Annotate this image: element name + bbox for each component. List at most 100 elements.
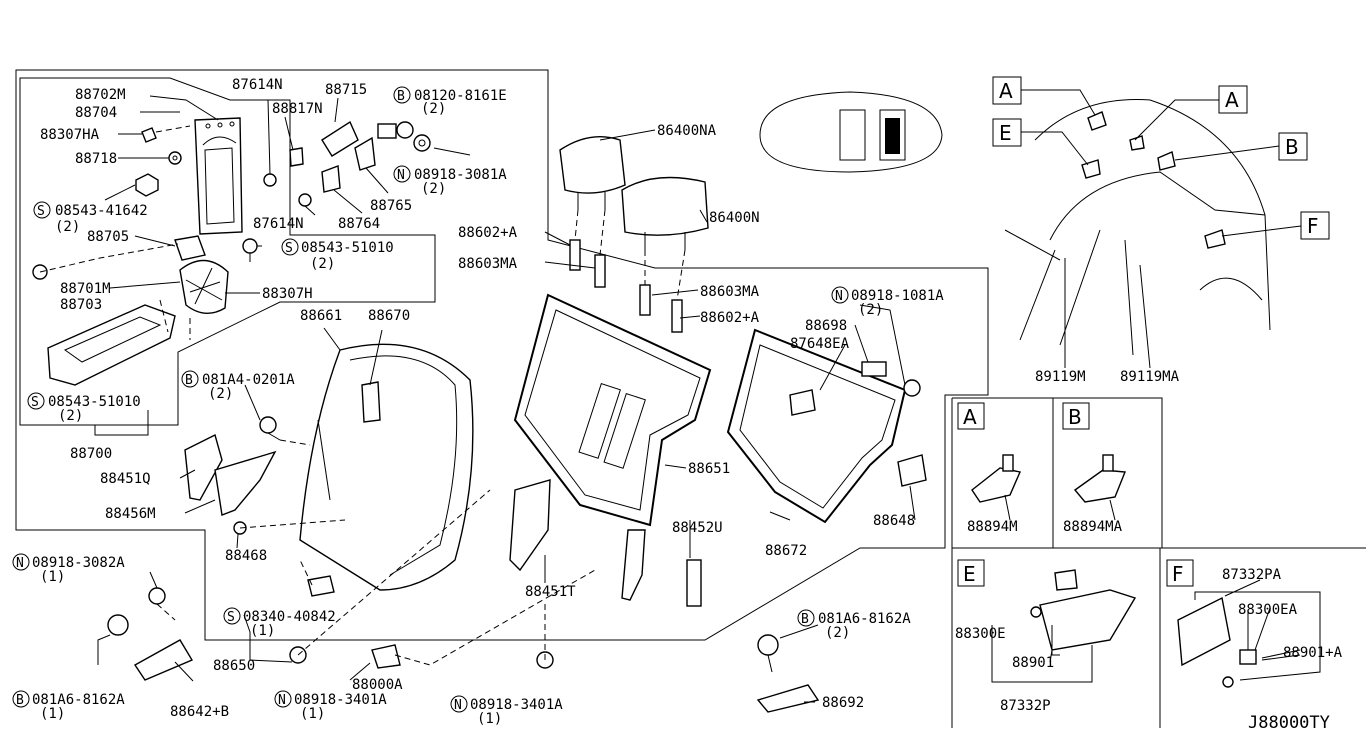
detail-box-F — [1166, 559, 1194, 587]
lower-dash — [156, 489, 596, 666]
callout-88650: 88650 — [213, 658, 255, 674]
callout-88456M: 88456M — [105, 506, 156, 522]
callout-88901A: 88901+A — [1283, 645, 1343, 661]
prefix-symbol-n: N — [278, 693, 286, 708]
bracket-87332PA — [1177, 591, 1321, 688]
bracket-88705 — [174, 235, 206, 261]
callout-88700: 88700 — [70, 446, 112, 462]
seatback-cushion-88661 — [299, 343, 474, 591]
callout-081A4-0201A: 081A4-0201A — [202, 372, 295, 388]
prefix-symbol-n: N — [835, 289, 843, 304]
callout-86400N: 86400N — [709, 210, 760, 226]
callout-08543-41642-qty: (2) — [55, 219, 80, 235]
callout-08340-40842-qty: (1) — [250, 623, 275, 639]
headrest-86400N — [621, 176, 709, 250]
bracket-88715 — [321, 120, 359, 157]
callout-87648EA: 87648EA — [790, 336, 850, 352]
tray-88701M — [47, 304, 176, 386]
callout-88698: 88698 — [805, 318, 847, 334]
callout-88602A-a: 88602+A — [458, 225, 518, 241]
bracket-88817N — [289, 147, 304, 167]
detail-letter-F: F — [1172, 562, 1184, 586]
callout-08918-1081A-qty: (2) — [858, 302, 883, 318]
prefix-symbol-s: S — [285, 241, 293, 256]
callout-86400NA: 86400NA — [657, 123, 717, 139]
callout-88764: 88764 — [338, 216, 380, 232]
callout-08918-3082A: 08918-3082A — [32, 555, 125, 571]
callout-88307HA: 88307HA — [40, 127, 100, 143]
prefix-symbol-b: B — [185, 373, 193, 388]
board-88672 — [726, 328, 907, 524]
callout-08543-51010-a: 08543-51010 — [301, 240, 394, 256]
callout-88648: 88648 — [873, 513, 915, 529]
clip-88894MA — [1073, 454, 1126, 503]
vehicle-outline — [759, 91, 943, 173]
callout-87332P: 87332P — [1000, 698, 1051, 714]
callout-88704: 88704 — [75, 105, 117, 121]
callout-88651: 88651 — [688, 461, 730, 477]
callout-88451Q: 88451Q — [100, 471, 151, 487]
callout-88000A: 88000A — [352, 677, 403, 693]
callout-08918-3401A-a-qty: (1) — [300, 706, 325, 722]
bolt-081A6-b — [757, 634, 779, 673]
nut-08918-3082A — [148, 587, 166, 605]
prefix-symbol-b: B — [16, 693, 24, 708]
callout-88702M: 88702M — [75, 87, 126, 103]
nut-08918-1081A — [903, 379, 921, 397]
frame-88651 — [513, 293, 712, 527]
bracket-88765 — [354, 136, 376, 171]
callout-88307H: 88307H — [262, 286, 313, 302]
view-letter-A: A — [999, 79, 1013, 103]
prefix-symbol-group: S S S B N N B N S B N N B — [12, 86, 849, 713]
callout-08918-3081A: 08918-3081A — [414, 167, 507, 183]
cover-88451T — [509, 479, 551, 572]
bolt-081A4 — [259, 416, 281, 441]
seatback-dash — [239, 439, 346, 586]
prefix-symbol-s: S — [31, 395, 39, 410]
hinge-88642B — [133, 639, 194, 681]
callout-88602A-b: 88602+A — [700, 310, 760, 326]
callout-08543-51010-a-qty: (2) — [310, 256, 335, 272]
detail-panel-AB — [952, 397, 1163, 548]
callout-08918-3082A-qty: (1) — [40, 569, 65, 585]
callout-88642B: 88642+B — [170, 704, 229, 720]
callout-88718: 88718 — [75, 151, 117, 167]
callout-08340-40842: 08340-40842 — [243, 609, 336, 625]
callout-081A6-8162A-b: 081A6-8162A — [818, 611, 911, 627]
callout-08918-3081A-qty: (2) — [421, 181, 446, 197]
callout-88765: 88765 — [370, 198, 412, 214]
headrest-dash — [574, 209, 686, 301]
callout-89119M: 89119M — [1035, 369, 1086, 385]
callout-88672: 88672 — [765, 543, 807, 559]
bolt-08120 — [377, 121, 414, 139]
callout-88603MA-b: 88603MA — [700, 284, 760, 300]
nut-87614N-a — [263, 173, 277, 187]
callout-081A6-8162A-a: 081A6-8162A — [32, 692, 125, 708]
callout-87614N-b: 87614N — [253, 216, 304, 232]
detail-box-B — [1062, 402, 1090, 430]
bracket-88692 — [756, 684, 820, 713]
callout-08918-1081A: 08918-1081A — [851, 288, 944, 304]
callout-081A6-8162A-b-qty: (2) — [825, 625, 850, 641]
callout-88451T: 88451T — [525, 584, 576, 600]
nut-87614N-b — [298, 193, 312, 207]
interior-view — [1004, 99, 1271, 356]
callout-08543-51010-b-qty: (2) — [58, 408, 83, 424]
callout-88692: 88692 — [822, 695, 864, 711]
callout-88715: 88715 — [325, 82, 367, 98]
callout-88703: 88703 — [60, 297, 102, 313]
callout-081A6-8162A-a-qty: (1) — [40, 706, 65, 722]
callout-88894MA: 88894MA — [1063, 519, 1123, 535]
catalog-code: J88000TY — [1248, 713, 1330, 733]
prefix-symbol-b: B — [801, 612, 809, 627]
net-88307H — [179, 259, 229, 314]
callout-88603MA-a: 88603MA — [458, 256, 518, 272]
guide-88603MA-a — [594, 254, 606, 288]
cupholder-88705 — [135, 173, 159, 197]
callout-88661: 88661 — [300, 308, 342, 324]
callout-88817N: 88817N — [272, 101, 323, 117]
callout-88452U: 88452U — [672, 520, 723, 536]
callout-88894M: 88894M — [967, 519, 1018, 535]
callout-081A4-0201A-qty: (2) — [208, 386, 233, 402]
